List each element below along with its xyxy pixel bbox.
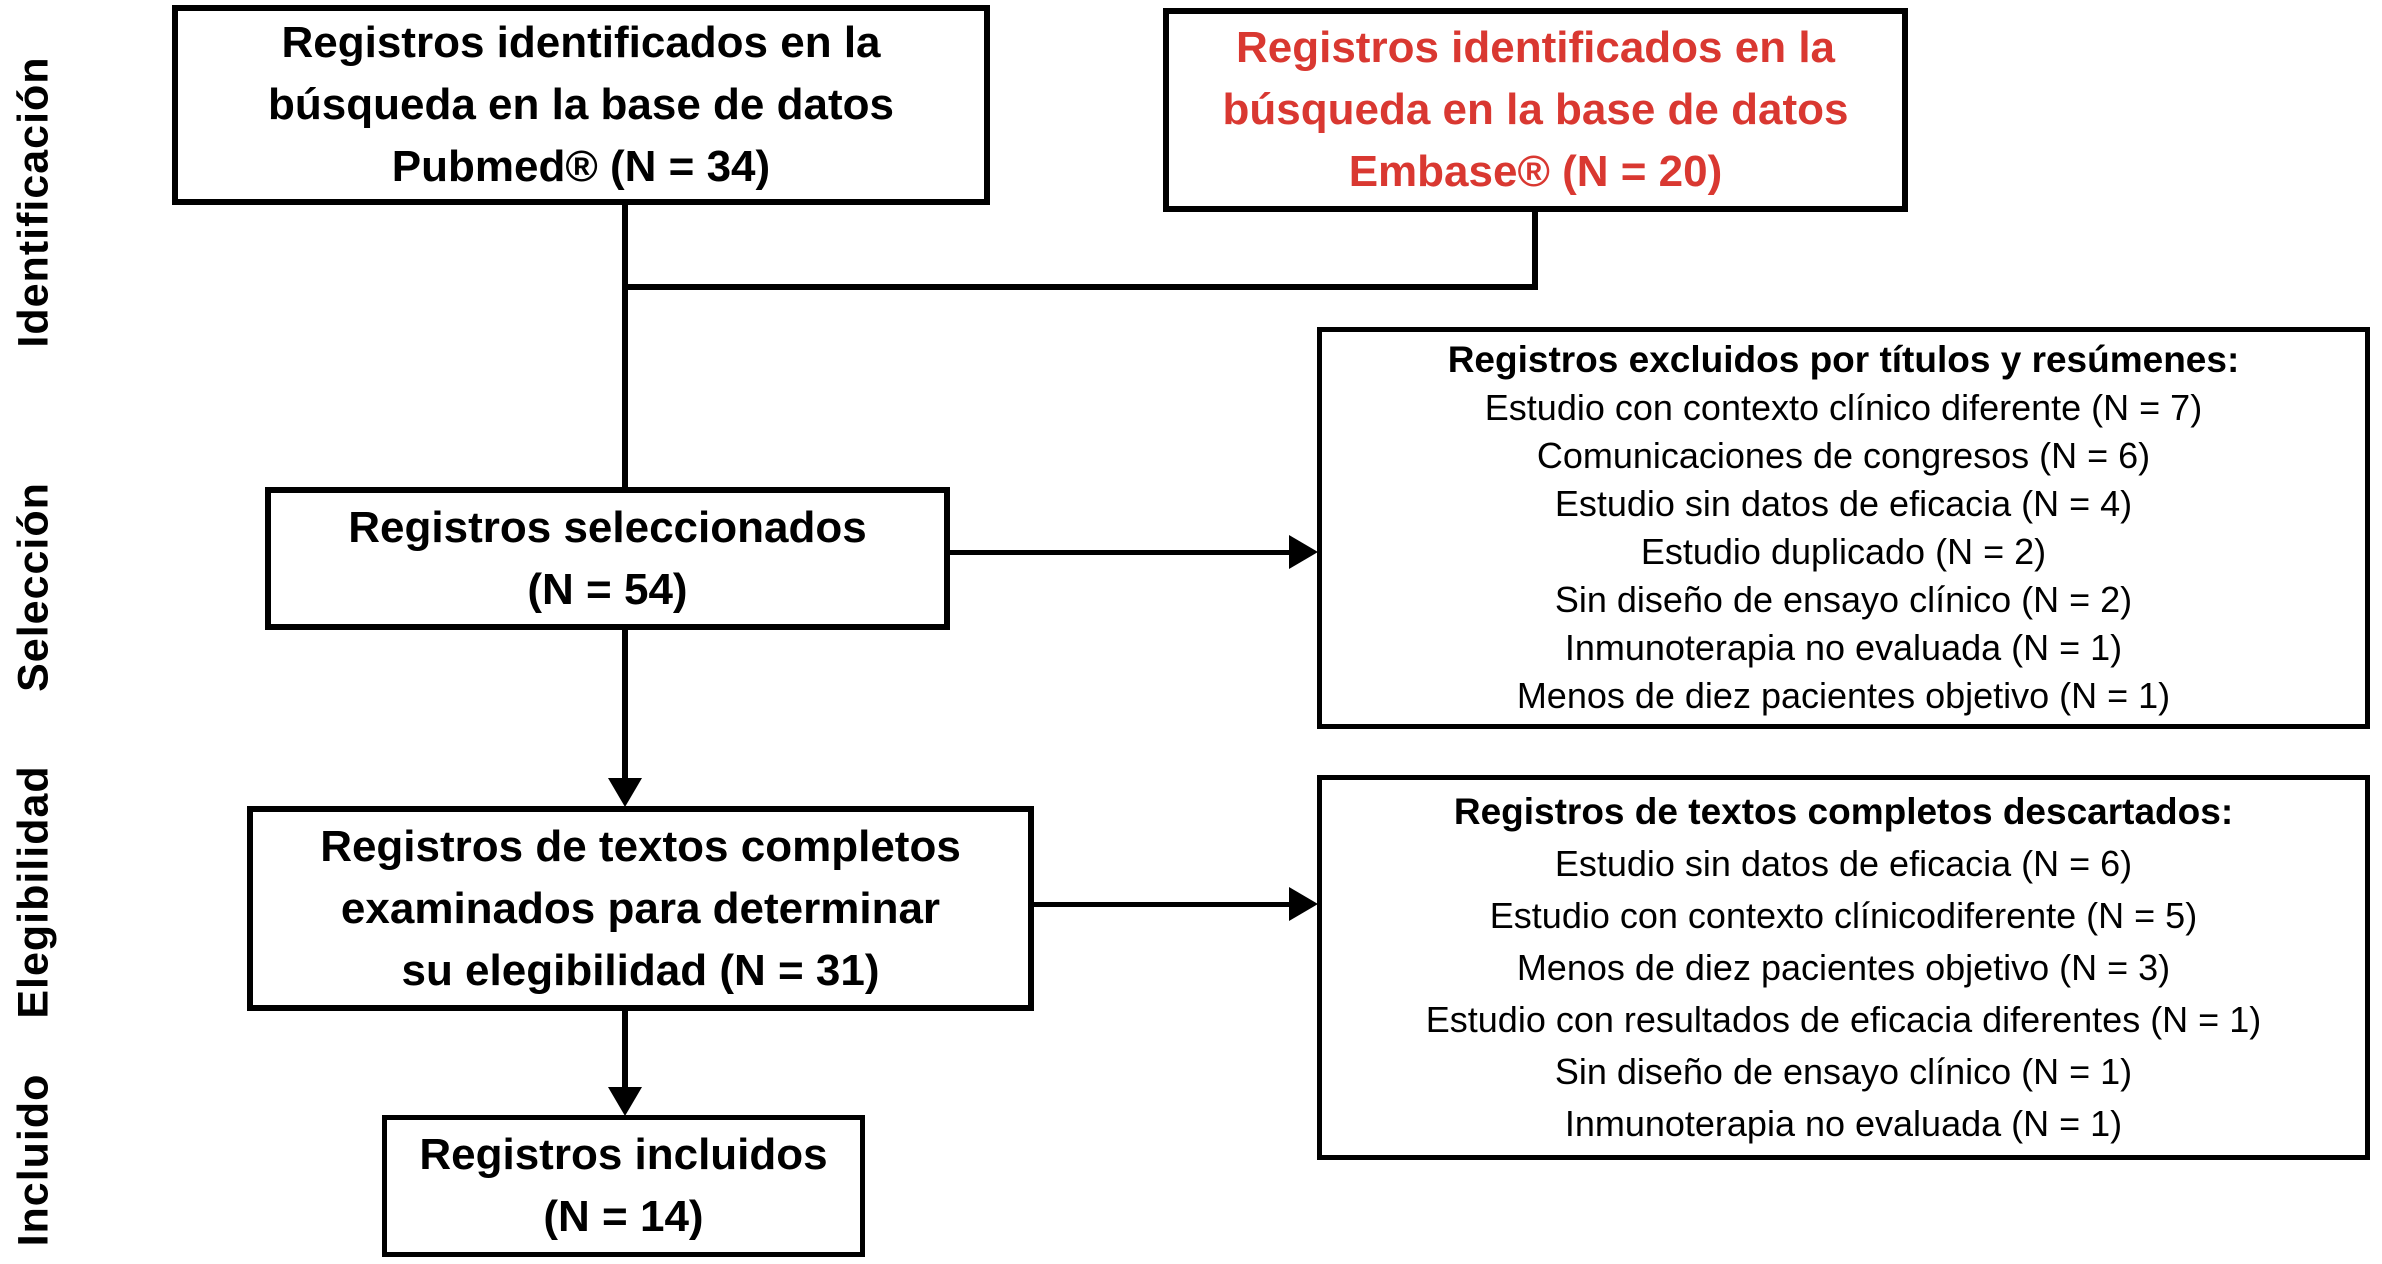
fulltext-discarded-item: Estudio con resultados de eficacia difer… [1425, 998, 2262, 1040]
stage-label-identificacion: Identificación [9, 56, 58, 348]
fulltext-discarded-item: Estudio sin datos de eficacia (N = 6) [1554, 842, 2133, 884]
selected-line-1: Registros seleccionados [348, 502, 867, 552]
stage-label-elegibilidad: Elegibilidad [9, 765, 58, 1019]
box-selected-records: Registros seleccionados (N = 54) [265, 487, 950, 630]
excluded-titles-item: Estudio duplicado (N = 2) [1640, 531, 2047, 572]
connector-eligibility-to-included [622, 1011, 628, 1089]
fulltext-discarded-item: Menos de diez pacientes objetivo (N = 3) [1516, 946, 2171, 988]
stage-label-seleccion: Selección [9, 482, 58, 692]
embase-line-3: Embase® (N = 20) [1348, 147, 1723, 196]
pubmed-line-3: Pubmed® (N = 34) [391, 142, 771, 191]
excluded-titles-item: Menos de diez pacientes objetivo (N = 1) [1516, 675, 2171, 716]
box-embase-records: Registros identificados en la búsqueda e… [1163, 8, 1908, 212]
fulltext-discarded-heading: Registros de textos completos descartado… [1453, 790, 2234, 832]
excluded-titles-item: Estudio con contexto clínico diferente (… [1484, 387, 2203, 428]
fulltext-discarded-item: Estudio con contexto clínicodiferente (N… [1489, 894, 2198, 936]
connector-selected-to-eligibility [622, 630, 628, 778]
box-pubmed-records: Registros identificados en la búsqueda e… [172, 5, 990, 205]
selected-line-2: (N = 54) [527, 564, 688, 614]
fulltext-discarded-item: Inmunoterapia no evaluada (N = 1) [1564, 1102, 2123, 1144]
connector-pubmed-to-selected [622, 205, 628, 487]
eligibility-line-3: su elegibilidad (N = 31) [401, 945, 880, 995]
fulltext-discarded-item: Sin diseño de ensayo clínico (N = 1) [1554, 1050, 2133, 1092]
connector-eligibility-to-discarded [1034, 902, 1292, 907]
arrowhead-right-discarded-icon [1289, 887, 1318, 921]
eligibility-line-2: examinados para determinar [340, 883, 941, 933]
connector-embase-merge [622, 284, 1538, 290]
excluded-titles-item: Estudio sin datos de eficacia (N = 4) [1554, 483, 2133, 524]
box-fulltext-eligibility: Registros de textos completos examinados… [247, 806, 1034, 1011]
excluded-titles-heading: Registros excluidos por títulos y resúme… [1447, 339, 2240, 380]
box-included-records: Registros incluidos (N = 14) [382, 1115, 865, 1257]
embase-line-2: búsqueda en la base de datos [1222, 85, 1849, 134]
stage-label-incluido: Incluido [9, 1073, 58, 1247]
eligibility-line-1: Registros de textos completos [320, 821, 961, 871]
excluded-titles-item: Comunicaciones de congresos (N = 6) [1536, 435, 2151, 476]
connector-selected-to-excluded [950, 550, 1292, 555]
arrowhead-right-excluded-titles-icon [1289, 535, 1318, 569]
box-excluded-titles-abstracts: Registros excluidos por títulos y resúme… [1317, 327, 2370, 729]
arrowhead-down-included-icon [608, 1087, 642, 1116]
excluded-titles-item: Inmunoterapia no evaluada (N = 1) [1564, 627, 2123, 668]
box-fulltext-discarded: Registros de textos completos descartado… [1317, 775, 2370, 1160]
excluded-titles-item: Sin diseño de ensayo clínico (N = 2) [1554, 579, 2133, 620]
included-line-2: (N = 14) [543, 1192, 704, 1241]
pubmed-line-1: Registros identificados en la [281, 18, 881, 67]
embase-line-1: Registros identificados en la [1235, 23, 1836, 72]
pubmed-line-2: búsqueda en la base de datos [268, 80, 894, 129]
arrowhead-down-eligibility-icon [608, 778, 642, 807]
connector-embase-down [1532, 212, 1538, 290]
included-line-1: Registros incluidos [419, 1130, 828, 1179]
